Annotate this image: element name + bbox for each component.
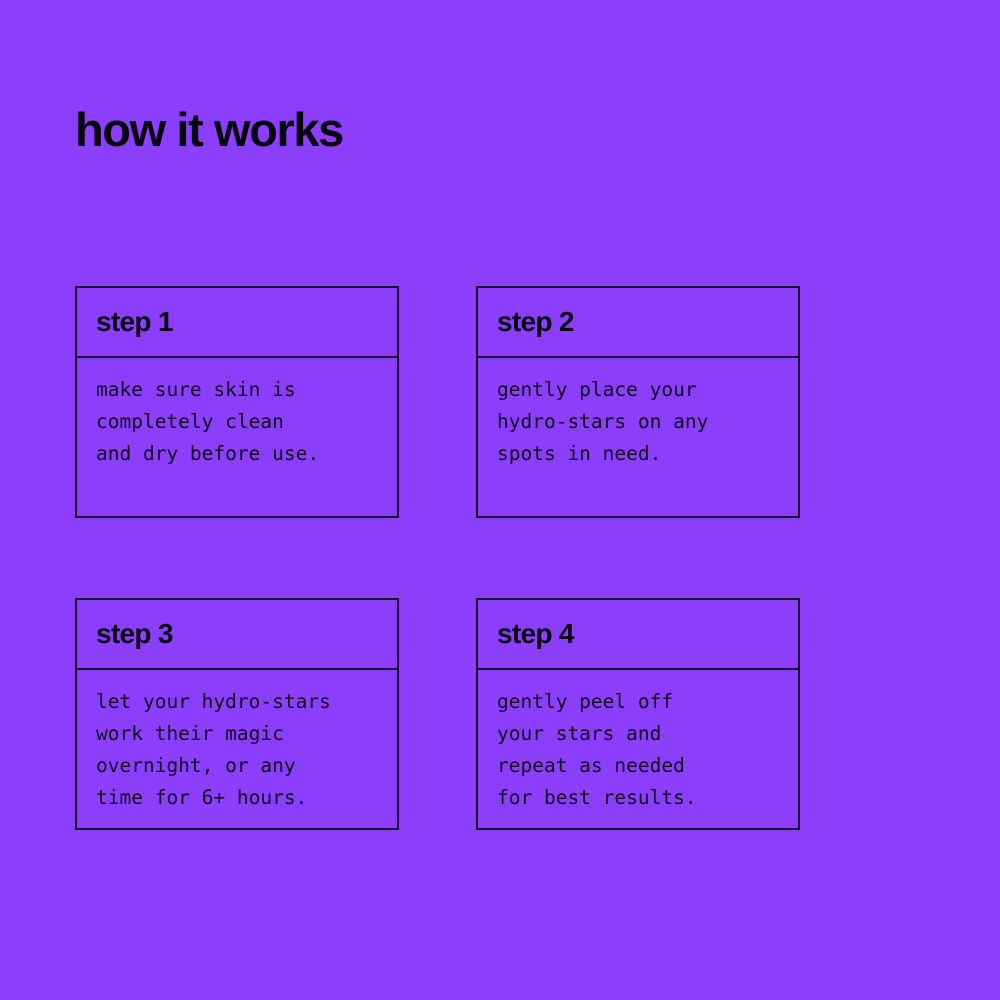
step-card-4-text: gently peel off your stars and repeat as… (497, 690, 697, 809)
step-card-1: step 1 make sure skin is completely clea… (75, 286, 399, 518)
steps-grid: step 1 make sure skin is completely clea… (75, 286, 800, 830)
step-card-2-body: gently place your hydro-stars on any spo… (478, 358, 798, 516)
step-card-2: step 2 gently place your hydro-stars on … (476, 286, 800, 518)
step-card-3-title: step 3 (96, 618, 173, 649)
step-card-2-text: gently place your hydro-stars on any spo… (497, 378, 709, 465)
step-card-4-body: gently peel off your stars and repeat as… (478, 670, 798, 828)
step-card-4-title: step 4 (497, 618, 574, 649)
step-card-3-text: let your hydro-stars work their magic ov… (96, 690, 331, 809)
step-card-1-body: make sure skin is completely clean and d… (77, 358, 397, 516)
step-card-2-title: step 2 (497, 306, 574, 337)
step-card-4: step 4 gently peel off your stars and re… (476, 598, 800, 830)
step-card-1-header: step 1 (77, 288, 397, 358)
step-card-2-header: step 2 (478, 288, 798, 358)
step-card-4-header: step 4 (478, 600, 798, 670)
step-card-3: step 3 let your hydro-stars work their m… (75, 598, 399, 830)
step-card-3-header: step 3 (77, 600, 397, 670)
step-card-1-title: step 1 (96, 306, 173, 337)
step-card-1-text: make sure skin is completely clean and d… (96, 378, 320, 465)
step-card-3-body: let your hydro-stars work their magic ov… (77, 670, 397, 828)
page-title: how it works (75, 103, 344, 156)
